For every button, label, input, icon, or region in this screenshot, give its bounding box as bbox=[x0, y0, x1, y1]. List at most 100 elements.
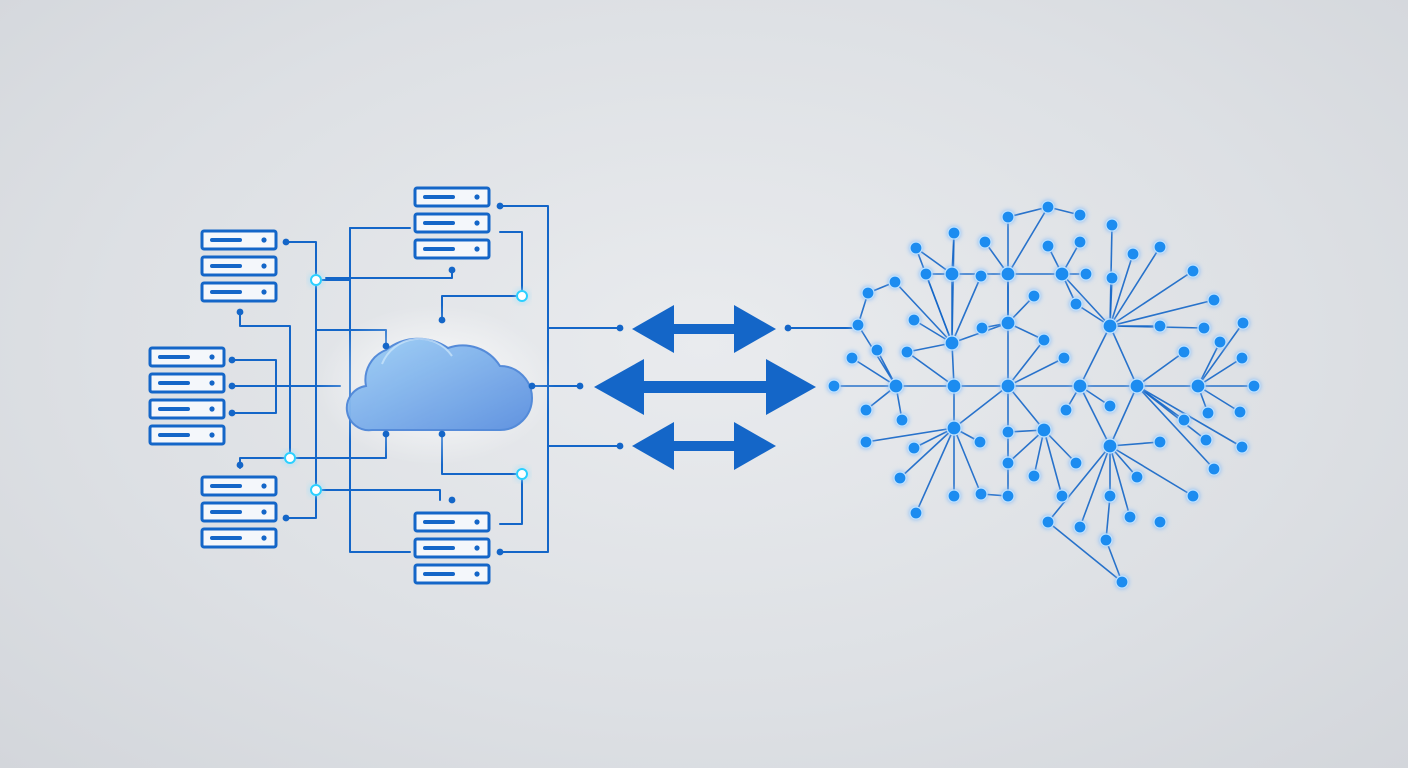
neural-node bbox=[1000, 315, 1016, 331]
neural-edge bbox=[1007, 206, 1049, 275]
neural-node bbox=[1054, 266, 1070, 282]
neural-node bbox=[1105, 218, 1119, 232]
connection-line bbox=[239, 457, 291, 469]
neural-node bbox=[859, 403, 873, 417]
connection-junctions bbox=[228, 202, 792, 556]
server-racks bbox=[148, 186, 491, 585]
neural-node bbox=[947, 489, 961, 503]
double-arrow-icon bbox=[594, 359, 816, 415]
neural-node bbox=[1105, 271, 1119, 285]
neural-node bbox=[946, 378, 962, 394]
neural-node bbox=[907, 313, 921, 327]
neural-edge bbox=[1047, 521, 1123, 583]
connection-line bbox=[315, 227, 411, 281]
neural-node bbox=[1199, 433, 1213, 447]
neural-edge bbox=[1109, 270, 1194, 327]
server-led bbox=[209, 354, 215, 360]
neural-node bbox=[1027, 469, 1041, 483]
neural-node bbox=[1177, 345, 1191, 359]
server-rack-icon bbox=[148, 346, 226, 446]
neural-edge bbox=[1197, 341, 1221, 387]
neural-edge bbox=[953, 385, 1009, 429]
neural-node bbox=[1247, 379, 1261, 393]
neural-edge bbox=[1109, 246, 1161, 327]
connector-dot bbox=[228, 356, 236, 364]
server-rack-icon bbox=[200, 229, 278, 303]
neural-node bbox=[1130, 470, 1144, 484]
server-led bbox=[474, 194, 480, 200]
server-rack-icon bbox=[413, 186, 491, 260]
neural-node bbox=[1123, 510, 1137, 524]
neural-edge bbox=[1197, 357, 1243, 387]
neural-node bbox=[1103, 489, 1117, 503]
neural-edge bbox=[1109, 385, 1138, 447]
neural-edge bbox=[1197, 322, 1244, 387]
connection-line bbox=[239, 311, 291, 459]
server-led bbox=[261, 509, 267, 515]
server-led bbox=[209, 406, 215, 412]
neural-node bbox=[1041, 515, 1055, 529]
neural-node bbox=[1001, 489, 1015, 503]
neural-node bbox=[1126, 247, 1140, 261]
neural-node bbox=[1069, 456, 1083, 470]
server-led bbox=[474, 246, 480, 252]
server-led bbox=[209, 432, 215, 438]
neural-node bbox=[974, 487, 988, 501]
neural-node bbox=[1000, 378, 1016, 394]
neural-edge bbox=[906, 351, 955, 387]
neural-edge bbox=[1136, 385, 1215, 470]
neural-edge bbox=[894, 281, 953, 344]
neural-edge bbox=[1109, 445, 1131, 518]
neural-node bbox=[1057, 351, 1071, 365]
neural-edge bbox=[1109, 441, 1161, 447]
neural-node bbox=[1153, 319, 1167, 333]
neural-edge bbox=[1136, 385, 1207, 441]
neural-node bbox=[1073, 235, 1087, 249]
neural-node bbox=[975, 321, 989, 335]
neural-node bbox=[947, 226, 961, 240]
neural-node bbox=[1073, 520, 1087, 534]
neural-edge bbox=[1007, 339, 1045, 387]
neural-node bbox=[1102, 318, 1118, 334]
neural-edge bbox=[865, 427, 955, 443]
server-led bbox=[209, 380, 215, 386]
neural-edge bbox=[925, 273, 953, 344]
bidirectional-arrows bbox=[594, 305, 816, 470]
neural-edge bbox=[1033, 429, 1045, 477]
connector-dot bbox=[382, 430, 390, 438]
neural-node bbox=[1153, 435, 1167, 449]
neural-edge bbox=[1079, 385, 1111, 447]
glowing-junction bbox=[284, 452, 296, 464]
connector-dot bbox=[448, 496, 456, 504]
neural-edge bbox=[1007, 357, 1065, 387]
neural-node bbox=[870, 343, 884, 357]
neural-node bbox=[1153, 515, 1167, 529]
neural-edge bbox=[1109, 277, 1113, 327]
server-led bbox=[261, 237, 267, 243]
neural-node bbox=[1236, 316, 1250, 330]
connector-dot bbox=[236, 308, 244, 316]
neural-node bbox=[851, 318, 865, 332]
neural-node bbox=[944, 266, 960, 282]
server-led bbox=[474, 220, 480, 226]
neural-edge bbox=[1079, 325, 1111, 387]
server-led bbox=[261, 289, 267, 295]
neural-node bbox=[1235, 440, 1249, 454]
neural-node bbox=[1153, 240, 1167, 254]
neural-edge bbox=[1109, 253, 1134, 327]
connector-dot bbox=[496, 202, 504, 210]
double-arrow-icon bbox=[632, 422, 776, 470]
double-arrow-icon bbox=[632, 305, 776, 353]
neural-node bbox=[888, 275, 902, 289]
neural-node bbox=[919, 267, 933, 281]
neural-node bbox=[1186, 264, 1200, 278]
connector-dot bbox=[228, 409, 236, 417]
neural-node bbox=[1213, 335, 1227, 349]
neural-node bbox=[1177, 413, 1191, 427]
neural-node bbox=[1207, 293, 1221, 307]
neural-brain-icon bbox=[827, 200, 1261, 589]
neural-edge bbox=[851, 357, 897, 387]
neural-node bbox=[1069, 297, 1083, 311]
cloud-icon bbox=[315, 305, 555, 465]
connector-dot bbox=[282, 514, 290, 522]
